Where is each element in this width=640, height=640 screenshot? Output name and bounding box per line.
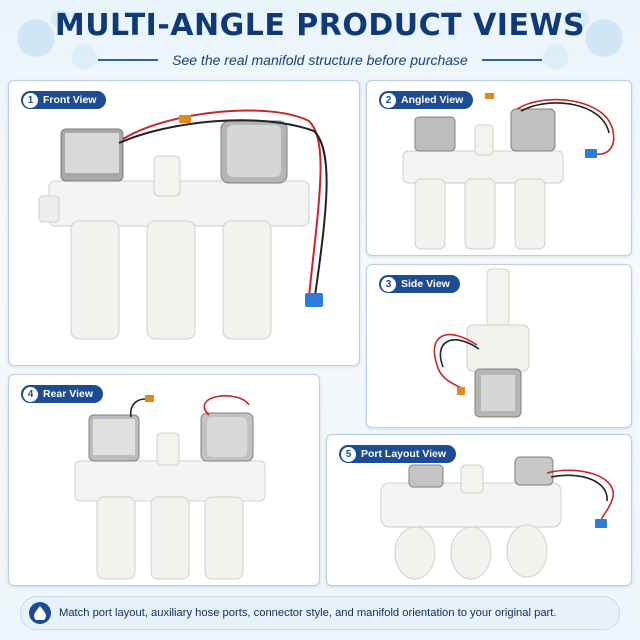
valve-port-layout-image: [380, 456, 614, 580]
subtitle-divider-right: [481, 59, 542, 61]
valve-angled-image: [402, 93, 615, 250]
panel-number: 1: [23, 92, 38, 108]
panel-badge: 5 Port Layout View: [339, 445, 456, 463]
panel-front-view: 1 Front View: [8, 80, 360, 366]
water-drop-icon: [29, 602, 51, 624]
panel-label: Front View: [43, 94, 97, 106]
panel-badge: 3 Side View: [379, 275, 460, 293]
valve-rear-image: [74, 395, 266, 580]
water-splash-decoration-left: [0, 0, 120, 95]
panel-label: Angled View: [401, 94, 464, 106]
panel-rear-view: 4 Rear View: [8, 374, 320, 586]
footer-text: Match port layout, auxiliary hose ports,…: [59, 607, 557, 619]
panel-label: Side View: [401, 278, 450, 290]
panel-number: 5: [341, 446, 356, 462]
footer-note: Match port layout, auxiliary hose ports,…: [20, 596, 620, 630]
panel-badge: 4 Rear View: [21, 385, 104, 403]
panel-badge: 2 Angled View: [379, 91, 474, 109]
panel-label: Port Layout View: [361, 448, 446, 460]
panel-label: Rear View: [43, 388, 94, 400]
page-title: MULTI-ANGLE PRODUCT VIEWS: [54, 8, 586, 43]
panel-angled-view: 2 Angled View: [366, 80, 632, 256]
panel-port-layout-view: 5 Port Layout View: [326, 434, 632, 586]
subtitle-divider-left: [98, 59, 159, 61]
valve-side-image: [433, 268, 530, 418]
panel-number: 2: [381, 92, 396, 108]
page-subtitle: See the real manifold structure before p…: [172, 52, 468, 68]
panel-number: 4: [23, 386, 38, 402]
valve-front-image: [38, 109, 328, 340]
panel-badge: 1 Front View: [21, 91, 107, 109]
panel-side-view: 3 Side View: [366, 264, 632, 428]
subtitle-row: See the real manifold structure before p…: [0, 52, 640, 68]
panel-number: 3: [381, 276, 396, 292]
